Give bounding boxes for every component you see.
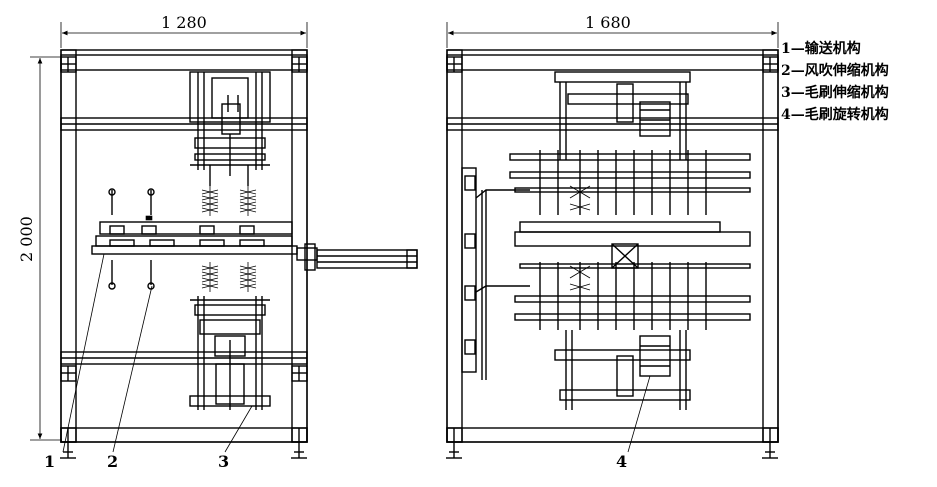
- right-frame: [446, 49, 779, 459]
- callout-1: 1: [44, 452, 55, 471]
- left-view: 1 280 2 000: [17, 13, 418, 471]
- right-center-box: [611, 243, 639, 269]
- left-frame: [60, 49, 308, 459]
- legend-item-1: 1—输送机构: [781, 40, 861, 57]
- legend-item-3: 3—毛刷伸缩机构: [781, 84, 889, 101]
- legend: 1—输送机构 2—风吹伸缩机构 3—毛刷伸缩机构 4—毛刷旋转机构: [781, 40, 889, 123]
- callout-4: 4: [616, 452, 627, 471]
- right-side-piping: [461, 167, 530, 380]
- right-leader-4: [627, 375, 651, 453]
- legend-item-2: 2—风吹伸缩机构: [781, 62, 889, 79]
- left-upper-brush-assembly: [189, 71, 271, 216]
- right-brush-heads: [569, 185, 591, 291]
- left-width-label: 1 280: [161, 13, 207, 32]
- left-lower-brush-assembly: [189, 262, 271, 410]
- right-width-label: 1 680: [585, 13, 631, 32]
- callout-3: 3: [218, 452, 229, 471]
- legend-item-4: 4—毛刷旋转机构: [781, 106, 889, 123]
- left-cylinder: [296, 243, 418, 271]
- callout-2: 2: [107, 452, 118, 471]
- right-top-motor: [554, 71, 691, 160]
- right-view: 1 680: [446, 13, 779, 471]
- left-leaders: [62, 253, 253, 453]
- left-conveyor: [91, 188, 298, 290]
- left-height-dimension: 2 000: [17, 56, 62, 441]
- left-height-label: 2 000: [17, 216, 36, 262]
- right-bottom-motor: [554, 330, 691, 410]
- right-beams: [509, 153, 751, 321]
- right-width-dimension: 1 680: [446, 13, 779, 48]
- left-width-dimension: 1 280: [60, 13, 308, 48]
- right-nozzle-array: [539, 150, 707, 330]
